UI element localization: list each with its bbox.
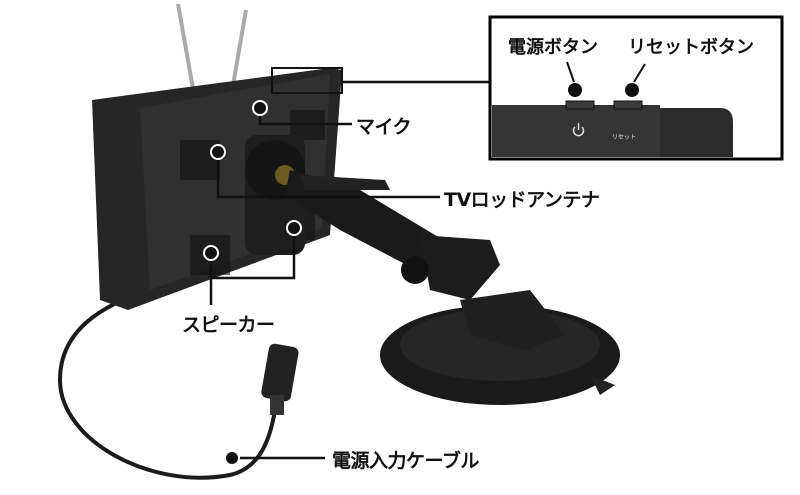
cable-connector: [261, 343, 299, 402]
speaker-leader: [209, 228, 296, 280]
reset-button: [613, 100, 643, 110]
power-button: [565, 100, 595, 110]
power-cable-label: 電源入力ケーブル: [332, 450, 479, 472]
speaker-dot-right: [286, 220, 302, 236]
mic-dot: [252, 100, 268, 116]
power-cable: [57, 283, 277, 480]
speaker-label: スピーカー: [182, 314, 275, 336]
mic-label: マイク: [356, 116, 412, 138]
device-reset-print: リセット: [612, 134, 637, 141]
power-button-label: 電源ボタン: [508, 37, 598, 58]
antenna-dot: [210, 144, 226, 160]
button-area-highlight: [271, 67, 343, 94]
reset-button-label: リセットボタン: [628, 37, 754, 58]
tv-antenna-label: TVロッドアンテナ: [444, 189, 600, 211]
speaker-dot-left: [203, 245, 219, 261]
cable-dot: [224, 450, 240, 466]
antenna-leader: [216, 152, 440, 199]
power-symbol-icon: [572, 123, 585, 137]
